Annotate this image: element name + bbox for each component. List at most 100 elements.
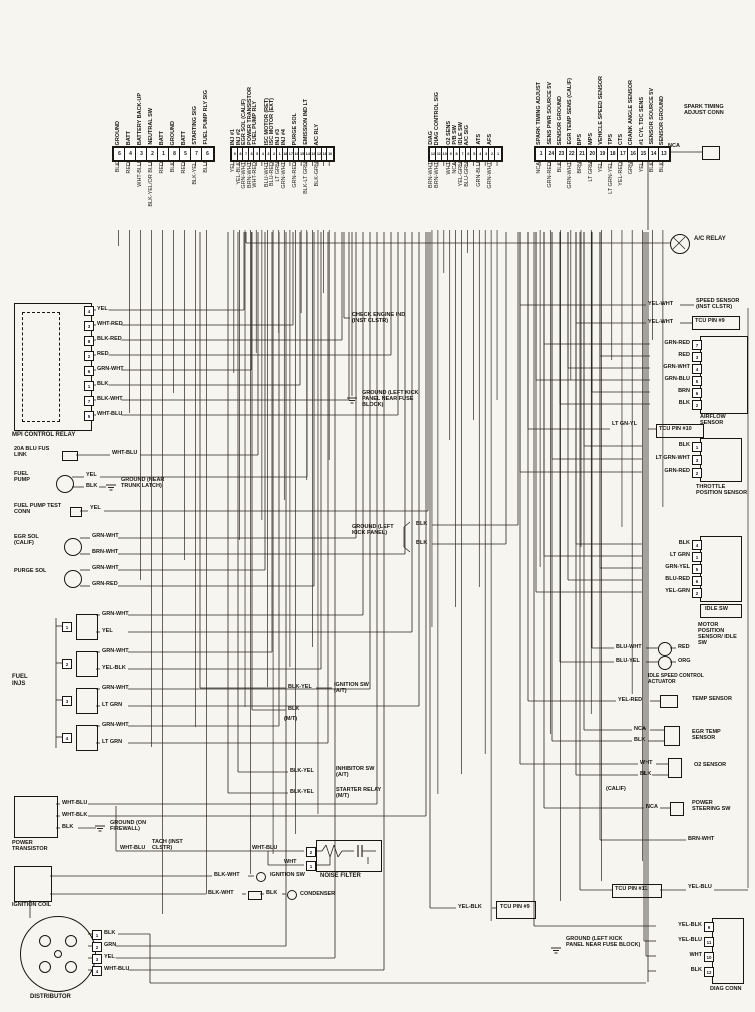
pin-number: 3 [84, 321, 94, 331]
tcu-pin-9-box [496, 901, 536, 919]
fus-link-box [62, 451, 78, 461]
wire-color-label: WHT-BLU [112, 450, 138, 456]
wire-color-label: BLK [678, 442, 690, 448]
tcu-pin-10-label: TCU PIN #10 [659, 426, 692, 432]
spark-timing-adjust-conn-box [702, 146, 720, 160]
ecu-connector-a [112, 146, 215, 162]
pin-number: 2 [692, 588, 702, 598]
power-steering-sw-symbol [670, 802, 684, 816]
wire-color-label: GRN-WHT [102, 722, 129, 728]
fuel-pump-symbol [56, 475, 74, 493]
wire-color-label: YEL [97, 306, 108, 312]
wire-color-label: NCA [668, 143, 680, 149]
fuel-pump-label: FUEL PUMP [14, 471, 30, 484]
wire-color-label: BRN-WHT [688, 836, 715, 842]
inhibitor-sw-label: INHIBITOR SW (A/T) [336, 766, 375, 779]
wire-color-label: BLU [202, 162, 209, 173]
fuel-pump-test-conn-box [70, 507, 82, 517]
condenser-symbol [287, 890, 297, 900]
pin-number: 7 [692, 340, 702, 350]
pin-number: 2 [692, 400, 702, 410]
airflow-sensor-label: AIRFLOW SENSOR [700, 414, 726, 427]
wire-color-label: BLK [97, 381, 109, 387]
connector-pin: 6 [201, 147, 214, 161]
throttle-position-sensor-label: THROTTLE POSITION SENSOR [696, 484, 748, 497]
wire-color-label: YEL [102, 628, 113, 634]
fuel-injector-box [76, 651, 98, 677]
pin-number: 6 [692, 388, 702, 398]
wire-color-label: YEL-BLU [678, 937, 702, 943]
wire-color-label: GRN-BLU [664, 376, 690, 382]
idle-sw-label: IDLE SW [705, 606, 728, 612]
wire-color-label: BLK [640, 771, 652, 777]
wire-color-label: YEL-GRN [665, 588, 690, 594]
wire-color-label: BLK-YEL [288, 684, 312, 690]
wire-color-label: BLK [634, 737, 646, 743]
wire-color-label: GRN-WHT [97, 366, 124, 372]
wire-color-label: BLK [266, 890, 278, 896]
condenser-label: CONDENSER [300, 891, 336, 897]
tcu-pin-11-box [612, 884, 662, 898]
purge-sol-symbol [64, 570, 82, 588]
ground-on-firewall-label: GROUND (ON FIREWALL) [110, 820, 147, 833]
pin-number: 4 [92, 966, 102, 976]
wire-color-label: BLU-WHT [616, 644, 642, 650]
wire-color-label: BLK [104, 930, 116, 936]
egr-temp-sensor-symbol [664, 726, 680, 746]
fuel-injector-box [76, 688, 98, 714]
ac-relay-symbol [670, 234, 690, 254]
condenser-inline-box [248, 891, 262, 900]
pin-number: 9 [704, 922, 714, 932]
spark-timing-adjust-conn-label: SPARK TIMING ADJUST CONN [684, 104, 724, 117]
tcu-pin-11-label: TCU PIN #11 [615, 886, 648, 892]
wire-color-label: NCA [634, 726, 646, 732]
ecu-connector-b [230, 146, 335, 162]
pin-number: 5 [692, 564, 702, 574]
egr-sol-label: EGR SOL (CALIF) [14, 534, 39, 547]
wire-color-label: BLK [416, 540, 428, 546]
wire-color-label: WHT-BLK [62, 812, 88, 818]
pin-number: 1 [92, 930, 102, 940]
power-transistor-box [14, 796, 58, 838]
pin-number: 1 [692, 442, 702, 452]
o2-sensor-symbol [668, 758, 682, 778]
wire-color-label: BLK [416, 521, 428, 527]
wire-color-label: WHT-BLU [62, 800, 88, 806]
pin-number: 1 [84, 381, 94, 391]
pin-number: 5 [692, 376, 702, 386]
wire-color-label: LT GN-YL [612, 421, 637, 427]
wire-color-label: WHT-BLU [97, 411, 123, 417]
noise-filter-label: NOISE FILTER [320, 873, 361, 879]
wire-color-label: BLK-WHT [97, 396, 123, 402]
wire-color-label: BLK [659, 162, 666, 173]
ignition-coil-box [14, 866, 52, 902]
fus-link-label: 20A BLU FUS LINK [14, 446, 50, 459]
signal-label: AFS [487, 134, 494, 145]
wire-color-label: BLU-YEL [616, 658, 640, 664]
pin-number: 1 [692, 552, 702, 562]
wire-color-label: NCA [646, 804, 658, 810]
pin-number: 3 [62, 696, 72, 706]
wire-color-label: YEL [104, 954, 115, 960]
pin-number: 4 [62, 733, 72, 743]
pin-number: 5 [84, 411, 94, 421]
wire-color-label: BLK [86, 483, 98, 489]
wire-color-label: RED [678, 644, 690, 650]
wire-color-label: YEL [90, 505, 101, 511]
egr-sol-symbol [64, 538, 82, 556]
wire-color-label: BLU-RED [665, 576, 690, 582]
wire-color-label: BLK-RED [97, 336, 122, 342]
pin-number: 8 [84, 336, 94, 346]
distributor-center [54, 950, 62, 958]
distributor-terminal [65, 961, 77, 973]
wire-color-label: BLK [62, 824, 74, 830]
calif-label: (CALIF) [606, 786, 626, 792]
throttle-position-sensor-box [700, 438, 742, 482]
pin-number: 4 [692, 540, 702, 550]
wire-color-label: BLK-YEL [290, 768, 314, 774]
wire-color-label: LT GRN [102, 702, 123, 708]
tcu-pin-9-label: TCU PIN #9 [500, 904, 530, 910]
motor-position-sensor-box [700, 536, 742, 602]
mpi-relay-internal [22, 312, 60, 422]
ground-near-trunk-latch-label: GROUND (NEAR TRUNK LATCH) [121, 477, 165, 490]
